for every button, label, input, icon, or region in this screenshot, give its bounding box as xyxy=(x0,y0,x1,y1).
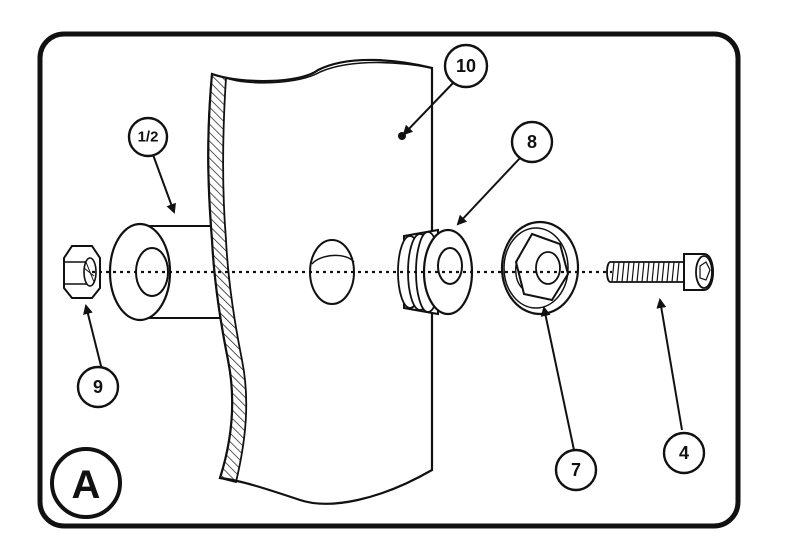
panel-label: A xyxy=(72,463,101,507)
leader-lines xyxy=(83,81,683,451)
callout-4: 4 xyxy=(662,431,706,475)
callout-4-label: 4 xyxy=(679,443,689,463)
callout-7-label: 7 xyxy=(571,460,581,480)
callout-10-label: 10 xyxy=(456,56,476,76)
callout-9-label: 9 xyxy=(93,377,103,397)
spacer-part-8 xyxy=(397,228,474,316)
callout-1-2: 1/2 xyxy=(127,116,169,158)
bolt-part-4 xyxy=(606,253,714,291)
callout-10: 10 xyxy=(443,43,489,89)
callout-9: 9 xyxy=(76,365,120,409)
panel-label-badge: A xyxy=(50,447,122,519)
hex-nut-part-7 xyxy=(500,220,580,316)
callout-7: 7 xyxy=(554,448,598,492)
callout-1-2-label: 1/2 xyxy=(138,129,159,146)
callout-8-label: 8 xyxy=(527,132,537,152)
flange-nut-part-9 xyxy=(63,245,101,299)
callout-8: 8 xyxy=(510,120,554,164)
